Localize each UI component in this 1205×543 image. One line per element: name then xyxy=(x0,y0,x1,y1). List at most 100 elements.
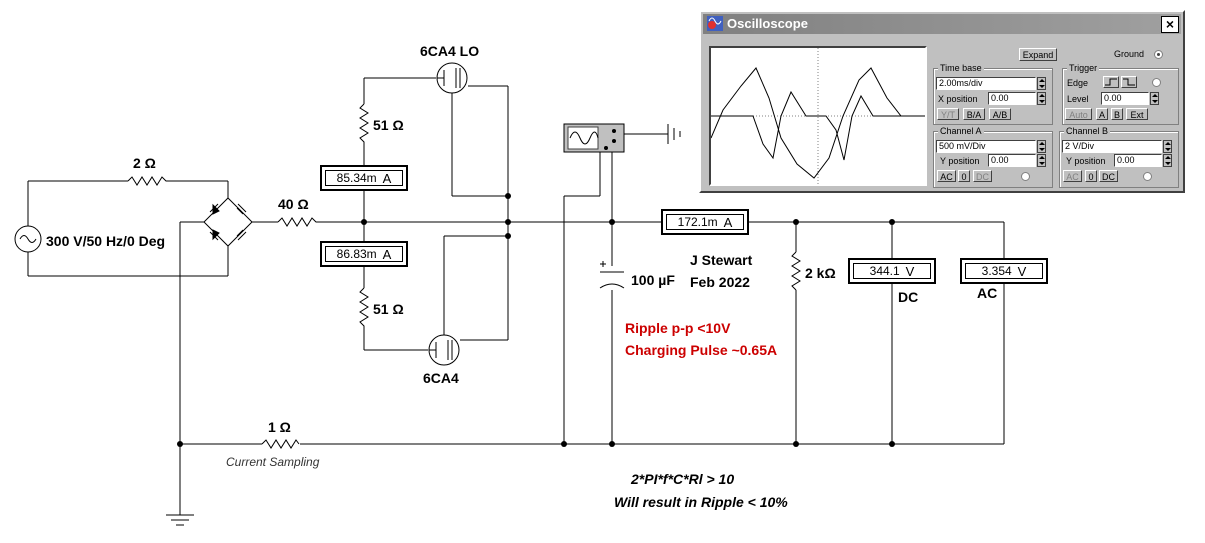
voltmeter-dc-unit: V xyxy=(905,263,915,279)
ammeter-top-unit: A xyxy=(382,170,392,186)
resistor-40ohm-icon[interactable] xyxy=(277,217,318,227)
channel-b-radio[interactable] xyxy=(1143,172,1152,181)
ammeter-top-value: 85.34m xyxy=(336,171,377,185)
tube-bottom-label: 6CA4 xyxy=(423,370,459,386)
oscilloscope-titlebar[interactable]: Oscilloscope × xyxy=(703,14,1181,34)
resistor-2kohm-icon[interactable] xyxy=(791,251,801,291)
channel-b-ypos-field[interactable]: 0.00 xyxy=(1114,154,1162,167)
channel-b-dc-button[interactable]: DC xyxy=(1099,170,1118,182)
resistor-2ohm-icon[interactable] xyxy=(127,176,170,186)
tube-bottom-icon[interactable] xyxy=(428,334,460,366)
mode-yt-button[interactable]: Y/T xyxy=(937,108,959,120)
channel-a-ypos-label: Y position xyxy=(940,156,980,166)
tube-top-icon[interactable] xyxy=(436,62,468,94)
author-label: J Stewart xyxy=(690,252,753,268)
voltmeter-ac-value: 3.354 xyxy=(981,264,1012,278)
xposition-spinner[interactable] xyxy=(1037,92,1046,105)
channel-a-ypos-field[interactable]: 0.00 xyxy=(988,154,1036,167)
tube-top-label: 6CA4 LO xyxy=(420,43,480,59)
ripple-note: Ripple p-p <10V xyxy=(625,320,731,336)
formula-line1: 2*PI*f*C*Rl > 10 xyxy=(631,471,735,487)
bridge-rectifier-icon[interactable] xyxy=(203,197,253,247)
channel-a-radio[interactable] xyxy=(1021,172,1030,181)
oscilloscope-icon[interactable] xyxy=(563,123,625,153)
capacitor-label: 100 µF xyxy=(631,272,675,288)
junction-dots xyxy=(177,193,895,447)
ammeter-load-unit: A xyxy=(723,214,733,230)
channel-a-group: Channel A xyxy=(933,126,1053,188)
xposition-label: X position xyxy=(938,94,978,104)
trigger-auto-button[interactable]: Auto xyxy=(1065,108,1092,120)
channel-b-scale-field[interactable]: 2 V/Div xyxy=(1062,140,1162,153)
expand-button[interactable]: Expand xyxy=(1019,48,1057,61)
channel-a-zero-button[interactable]: 0 xyxy=(958,170,970,182)
level-spinner[interactable] xyxy=(1150,92,1159,105)
r-bottom-label: 51 Ω xyxy=(373,301,404,317)
ammeter-bottom-value: 86.83m xyxy=(336,247,377,261)
ground-icon xyxy=(166,514,194,526)
level-label: Level xyxy=(1067,94,1089,104)
resistor-1ohm-icon[interactable] xyxy=(261,439,300,449)
xposition-field[interactable]: 0.00 xyxy=(988,92,1036,105)
rising-edge-icon[interactable] xyxy=(1103,76,1119,88)
resistor-51ohm-bottom-icon[interactable] xyxy=(359,287,369,328)
sense-resistor-label: 1 Ω xyxy=(268,419,291,435)
r-top-label: 51 Ω xyxy=(373,117,404,133)
trigger-group: Trigger xyxy=(1062,63,1179,125)
ammeter-load-value: 172.1m xyxy=(677,215,718,229)
charging-pulse-note: Charging Pulse ~0.65A xyxy=(625,342,778,358)
channel-a-group-title: Channel A xyxy=(938,126,984,137)
ammeter-bottom[interactable]: 86.83m A xyxy=(320,241,408,267)
ac-source-icon[interactable] xyxy=(14,225,42,253)
timebase-group-title: Time base xyxy=(938,63,984,74)
channel-b-zero-button[interactable]: 0 xyxy=(1085,170,1097,182)
r-feed-label: 40 Ω xyxy=(278,196,309,212)
timebase-spinner[interactable] xyxy=(1037,77,1046,90)
channel-a-scale-field[interactable]: 500 mV/Div xyxy=(936,140,1036,153)
trigger-ext-button[interactable]: Ext xyxy=(1126,108,1148,120)
r-series-label: 2 Ω xyxy=(133,155,156,171)
ammeter-load[interactable]: 172.1m A xyxy=(661,209,749,235)
edge-radio[interactable] xyxy=(1152,78,1161,87)
channel-b-ac-button[interactable]: AC xyxy=(1063,170,1082,182)
channel-b-ypos-spinner[interactable] xyxy=(1163,154,1172,167)
channel-b-trace xyxy=(711,90,925,161)
trigger-b-button[interactable]: B xyxy=(1111,108,1123,120)
ground-radio[interactable] xyxy=(1154,50,1163,59)
channel-a-scale-spinner[interactable] xyxy=(1037,140,1046,153)
trigger-group-title: Trigger xyxy=(1067,63,1100,74)
date-label: Feb 2022 xyxy=(690,274,750,290)
channel-b-group-title: Channel B xyxy=(1064,126,1111,137)
timebase-field[interactable]: 2.00ms/div xyxy=(936,77,1036,90)
capacitor-icon[interactable] xyxy=(599,261,625,289)
falling-edge-icon[interactable] xyxy=(1121,76,1137,88)
voltmeter-ac-unit: V xyxy=(1017,263,1027,279)
oscilloscope-display[interactable] xyxy=(709,46,927,186)
channel-a-dc-button[interactable]: DC xyxy=(973,170,992,182)
oscilloscope-title: Oscilloscope xyxy=(727,16,808,31)
mode-ba-button[interactable]: B/A xyxy=(963,108,985,120)
resistor-51ohm-top-icon[interactable] xyxy=(359,103,369,144)
channel-b-scale-spinner[interactable] xyxy=(1163,140,1172,153)
oscilloscope-window[interactable]: Oscilloscope × Expand Ground Time base 2… xyxy=(699,10,1185,193)
oscilloscope-app-icon xyxy=(707,16,723,31)
channel-a-trace xyxy=(710,67,925,179)
waveform-plot xyxy=(710,48,925,184)
voltmeter-dc-value: 344.1 xyxy=(869,264,900,278)
voltmeter-ac[interactable]: 3.354 V xyxy=(960,258,1048,284)
trigger-a-button[interactable]: A xyxy=(1096,108,1108,120)
voltmeter-dc[interactable]: 344.1 V xyxy=(848,258,936,284)
sense-caption: Current Sampling xyxy=(226,455,320,469)
channel-a-ac-button[interactable]: AC xyxy=(937,170,956,182)
channel-b-group: Channel B xyxy=(1059,126,1179,188)
channel-b-ypos-label: Y position xyxy=(1066,156,1106,166)
ac-label: AC xyxy=(977,285,998,301)
channel-a-ypos-spinner[interactable] xyxy=(1037,154,1046,167)
close-icon[interactable]: × xyxy=(1161,16,1179,33)
ammeter-top[interactable]: 85.34m A xyxy=(320,165,408,191)
ground-label: Ground xyxy=(1114,49,1145,59)
ammeter-bottom-unit: A xyxy=(382,246,392,262)
mode-ab-button[interactable]: A/B xyxy=(989,108,1011,120)
level-field[interactable]: 0.00 xyxy=(1101,92,1149,105)
